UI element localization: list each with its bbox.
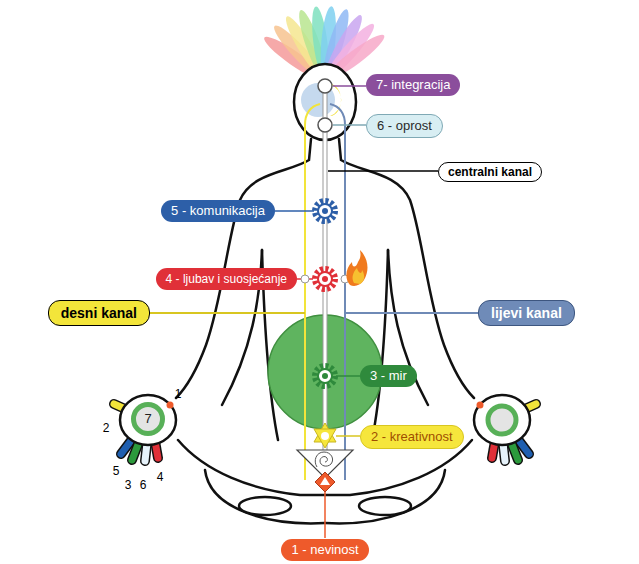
chakras [297, 79, 367, 492]
finger-number: 1 [175, 387, 182, 401]
hand [114, 395, 176, 461]
label-text: 2 - kreativnost [371, 429, 453, 445]
channel-label: centralni kanal [438, 162, 542, 182]
left-channel [330, 104, 345, 480]
body-outline [176, 64, 474, 523]
label-text: 6 - oprost [377, 118, 432, 134]
finger-number: 4 [157, 470, 164, 484]
chakra-label: 1 - nevinost [281, 539, 368, 561]
channel-label: desni kanal [48, 300, 150, 326]
finger-number: 3 [125, 478, 132, 492]
label-text: 4 - ljubav i suosjećanje [166, 271, 287, 287]
label-text: 5 - komunikacija [171, 203, 265, 219]
right-channel [305, 104, 320, 480]
palm-ring [488, 406, 516, 434]
label-text: 3 - mir [370, 368, 407, 384]
leader-lines [150, 86, 478, 538]
channel-label: lijevi kanal [478, 300, 575, 326]
label-text: 7 [136, 407, 160, 431]
chakra-label: 2 - kreativnost [360, 425, 464, 449]
label-text: desni kanal [61, 305, 137, 321]
label-text: 1 - nevinost [291, 542, 358, 558]
chakra-label: 4 - ljubav i suosjećanje [156, 268, 297, 290]
palm-circle: 7 [131, 402, 165, 436]
finger-number: 5 [113, 464, 120, 478]
chakra-label: 3 - mir [360, 365, 417, 387]
chakra-label: 5 - komunikacija [161, 200, 275, 222]
label-text: lijevi kanal [491, 305, 562, 321]
finger-number: 6 [140, 478, 147, 492]
label-text: centralni kanal [448, 164, 532, 180]
label-text: 7- integracija [376, 77, 450, 93]
chakra-label: 7- integracija [366, 74, 460, 96]
chakra-label: 6 - oprost [366, 114, 443, 138]
finger-number: 2 [103, 421, 110, 435]
